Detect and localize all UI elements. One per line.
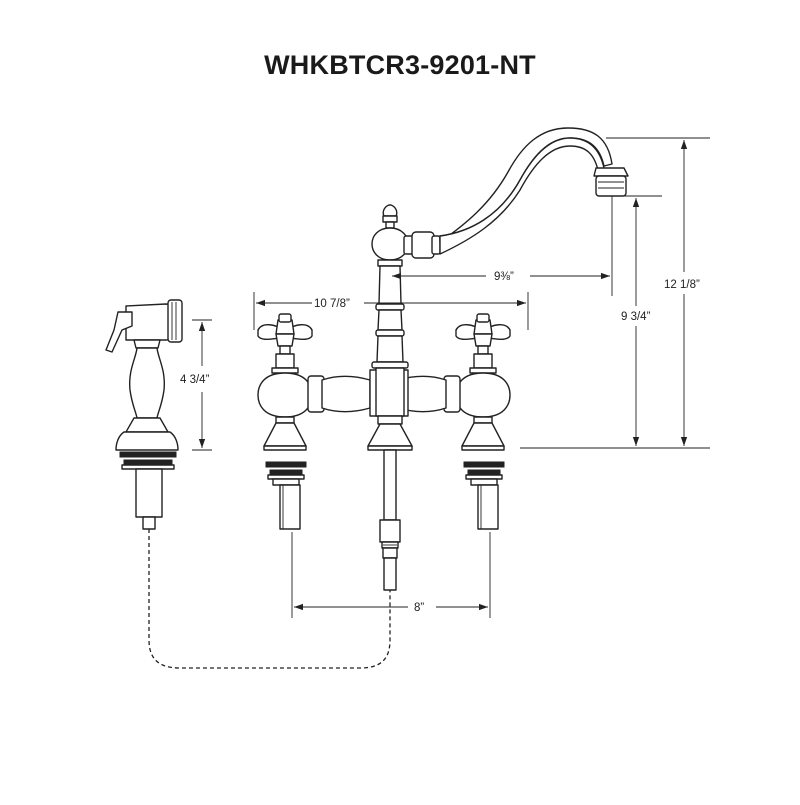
spread-width-label: 10 7/8” bbox=[314, 298, 350, 310]
dim-spout-reach bbox=[392, 196, 613, 296]
spout-reach-label: 9⅜” bbox=[494, 271, 514, 283]
dim-spray-height bbox=[192, 319, 212, 451]
overall-height-label: 12 1/8” bbox=[664, 279, 700, 291]
dim-spout-clearance bbox=[616, 195, 662, 446]
side-sprayer bbox=[105, 299, 183, 530]
spout bbox=[403, 127, 629, 259]
dim-center-spacing bbox=[291, 532, 491, 618]
spout-clearance-label: 9 3/4” bbox=[621, 311, 651, 323]
hose-path bbox=[148, 529, 391, 669]
spray-height-label: 4 3/4” bbox=[180, 374, 210, 386]
left-handle-valve bbox=[257, 313, 313, 530]
dim-spread-width bbox=[253, 292, 529, 330]
dim-overall-height bbox=[520, 137, 710, 449]
bridge-body bbox=[307, 369, 461, 417]
model-number-title: WHKBTCR3-9201-NT bbox=[264, 50, 536, 80]
center-spacing-label: 8” bbox=[414, 602, 424, 614]
right-handle-valve bbox=[455, 313, 511, 530]
